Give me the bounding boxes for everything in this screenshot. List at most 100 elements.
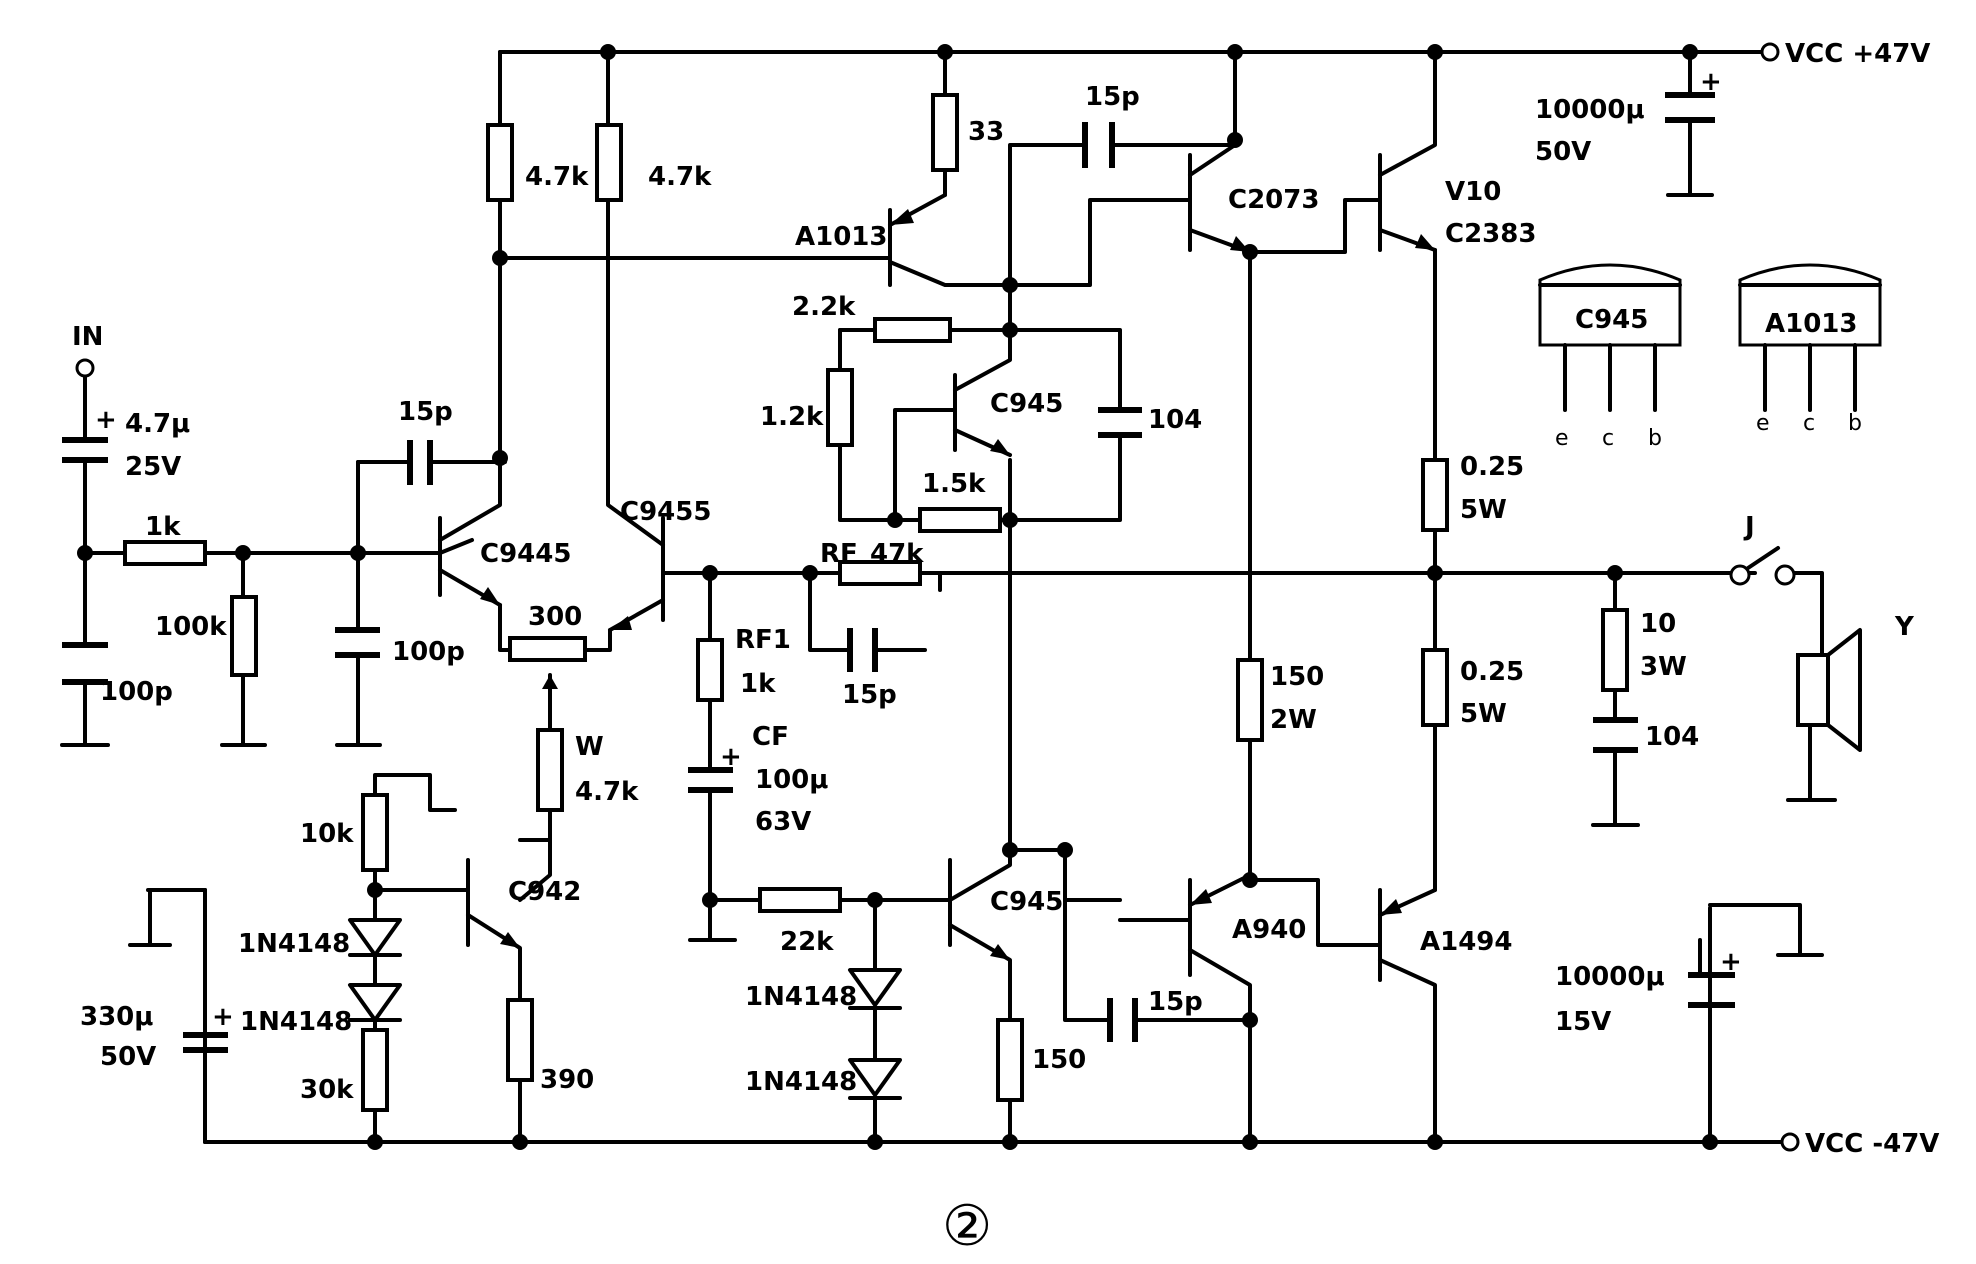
capacitor-330u xyxy=(183,1032,228,1053)
svg-text:+: + xyxy=(212,1002,234,1032)
package-legend xyxy=(1538,263,1882,412)
label-r-10k: 10k xyxy=(300,819,354,849)
label-r-150-b-w: 2W xyxy=(1270,705,1317,735)
label-q-c945-a: C945 xyxy=(990,389,1063,419)
resistor-390 xyxy=(506,998,534,1082)
label-switch-j: J xyxy=(1743,512,1755,542)
label-q-a940: A940 xyxy=(1232,915,1306,945)
label-r-47k-b: 4.7k xyxy=(648,162,712,192)
capacitor-15p-rf xyxy=(847,628,878,672)
label-cf-val: 100μ xyxy=(755,765,828,795)
resistor-22k xyxy=(758,887,842,913)
label-c-15p-b: 15p xyxy=(1085,82,1140,112)
label-q-c2383: C2383 xyxy=(1445,219,1536,249)
label-d-1n4148-b: 1N4148 xyxy=(240,1007,352,1037)
capacitor-cf-100u xyxy=(688,767,733,793)
label-d-1n4148-c: 1N4148 xyxy=(745,982,857,1012)
label-c-10000-neg-v: 15V xyxy=(1555,1007,1611,1037)
label-rf1: RF1 xyxy=(735,625,791,655)
resistor-100k xyxy=(230,595,258,677)
resistor-w-4.7k xyxy=(536,728,564,812)
label-c-in-volt: 25V xyxy=(125,452,181,482)
label-r-47k-a: 4.7k xyxy=(525,162,589,192)
label-pot-300: 300 xyxy=(528,602,582,632)
label-r-025-b: 0.25 xyxy=(1460,657,1524,687)
capacitor-10000u-positive xyxy=(1665,92,1715,123)
capacitor-15p-lower xyxy=(1107,998,1138,1042)
capacitor-4.7u xyxy=(62,403,108,463)
label-c-15p-c: 15p xyxy=(842,680,897,710)
capacitor-104-bias xyxy=(1098,388,1142,438)
label-r-33: 33 xyxy=(968,117,1004,147)
diode-1n4148-d xyxy=(848,1058,902,1097)
transistor-arrows xyxy=(480,209,1435,960)
resistor-4.7k-right xyxy=(595,123,623,202)
label-cf: CF xyxy=(752,722,789,752)
label-r-22k-top: 2.2k xyxy=(792,292,856,322)
label-pin-b-1: b xyxy=(1648,426,1662,451)
label-r-150-a: 150 xyxy=(1032,1045,1086,1075)
resistor-1.2k xyxy=(826,368,854,447)
label-r-025-a: 0.25 xyxy=(1460,452,1524,482)
vcc-positive-terminal xyxy=(1760,42,1780,62)
resistor-10-3w xyxy=(1601,608,1629,692)
resistor-30k xyxy=(361,1028,389,1112)
label-c-104-a: 104 xyxy=(1148,405,1202,435)
label-rf: RF xyxy=(820,539,858,569)
label-pin-c-1: c xyxy=(1602,426,1614,451)
label-r-22k: 22k xyxy=(780,927,834,957)
label-q-a1013: A1013 xyxy=(795,222,888,252)
label-q-v10: V10 xyxy=(1445,177,1501,207)
label-q-c9445: C9445 xyxy=(480,539,571,569)
label-r-30k: 30k xyxy=(300,1075,354,1105)
label-q-c9455: C9455 xyxy=(620,497,711,527)
label-speaker-y: Y xyxy=(1894,612,1915,642)
resistor-150 xyxy=(996,1018,1024,1102)
label-vcc-negative: VCC -47V xyxy=(1805,1129,1939,1159)
speaker-icon xyxy=(1796,628,1862,752)
resistor-150-2w xyxy=(1236,658,1264,742)
resistor-rf1-1k xyxy=(696,638,724,702)
label-pin-e-2: e xyxy=(1756,411,1770,436)
resistor-2.2k xyxy=(873,317,952,343)
polarity-marks: + + + + + xyxy=(95,67,1742,1032)
resistor-10k xyxy=(361,793,389,872)
label-r-12k: 1.2k xyxy=(760,402,824,432)
vcc-negative-terminal xyxy=(1780,1132,1800,1152)
capacitor-15p-top xyxy=(1082,122,1115,168)
label-c-10000-pos-v: 50V xyxy=(1535,137,1591,167)
label-rf-val: 47k xyxy=(870,539,924,569)
label-pkg-c945: C945 xyxy=(1575,305,1648,335)
label-c-in-val: 4.7μ xyxy=(125,409,190,439)
resistor-1k xyxy=(123,540,207,566)
label-c-10000-pos: 10000μ xyxy=(1535,95,1645,125)
resistor-0.25-bottom xyxy=(1421,648,1449,727)
label-q-a1494: A1494 xyxy=(1420,927,1513,957)
capacitor-100p-base xyxy=(335,627,380,658)
label-q-c2073: C2073 xyxy=(1228,185,1319,215)
label-r-150-b: 150 xyxy=(1270,662,1324,692)
label-rf1-val: 1k xyxy=(740,669,776,699)
label-pin-e-1: e xyxy=(1555,426,1569,451)
label-pkg-a1013: A1013 xyxy=(1765,309,1858,339)
svg-text:+: + xyxy=(1720,947,1742,977)
label-r-100k: 100k xyxy=(155,612,227,642)
diode-1n4148-c xyxy=(848,968,902,1007)
label-c-10000-neg: 10000μ xyxy=(1555,962,1665,992)
label-r-1k: 1k xyxy=(145,512,181,542)
label-d-1n4148-d: 1N4148 xyxy=(745,1067,857,1097)
label-vcc-positive: VCC +47V xyxy=(1785,39,1930,69)
potentiometer-300 xyxy=(508,636,587,662)
capacitor-104-output xyxy=(1593,717,1638,753)
resistor-1.5k xyxy=(918,507,1002,533)
label-q-c945-b: C945 xyxy=(990,887,1063,917)
label-r-025-b-w: 5W xyxy=(1460,699,1507,729)
label-c-330-v: 50V xyxy=(100,1042,156,1072)
label-d-1n4148-a: 1N4148 xyxy=(238,929,350,959)
label-r-10-w: 3W xyxy=(1640,652,1687,682)
label-r-w: W xyxy=(575,732,604,762)
label-cf-volt: 63V xyxy=(755,807,811,837)
terminals xyxy=(75,42,1862,1152)
junction-dots xyxy=(77,44,1718,1150)
